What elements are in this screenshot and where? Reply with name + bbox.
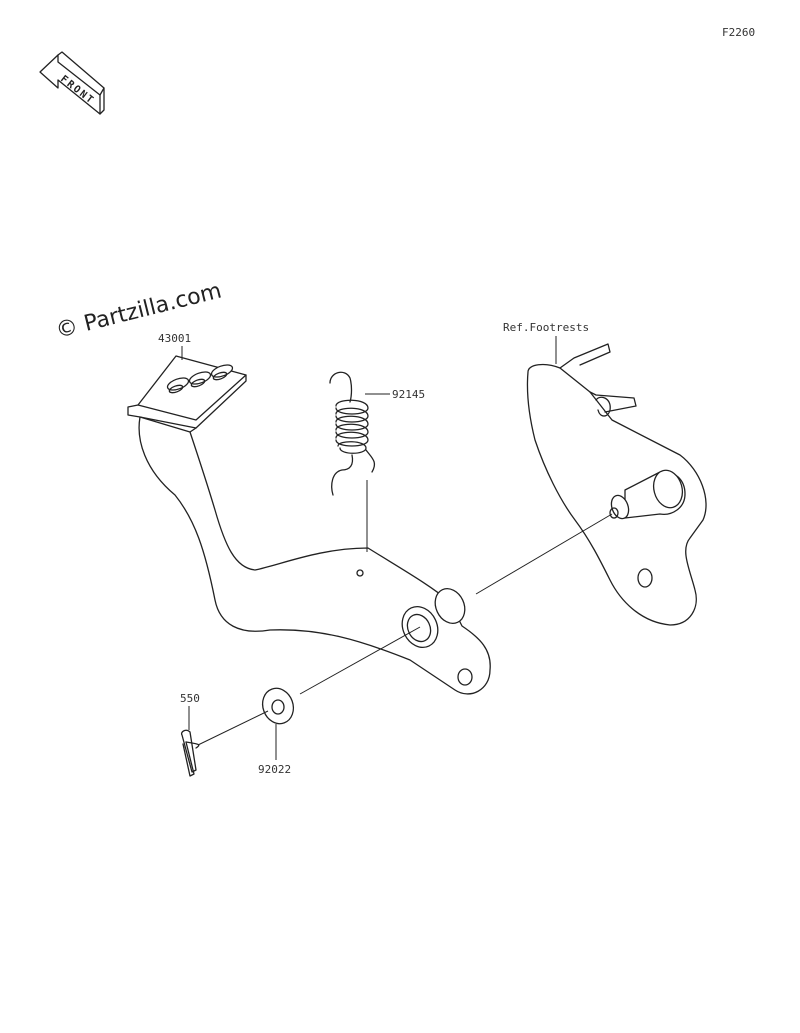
callout-footrests: Ref.Footrests [503, 321, 589, 334]
washer-part [261, 687, 295, 725]
callout-92022: 92022 [258, 763, 291, 776]
footrest-bracket-part [526, 343, 707, 626]
brake-pedal-part [127, 355, 491, 695]
watermark: © Partzilla.com [53, 278, 224, 343]
return-spring-part [329, 371, 376, 496]
callout-92145: 92145 [392, 388, 425, 401]
cotter-pin-part [180, 729, 200, 777]
callout-550: 550 [180, 692, 200, 705]
callout-43001: 43001 [158, 332, 191, 345]
assembly-axis-line [475, 513, 613, 595]
front-arrow-icon: FRONT [39, 51, 105, 115]
figure-code: F2260 [722, 26, 755, 39]
